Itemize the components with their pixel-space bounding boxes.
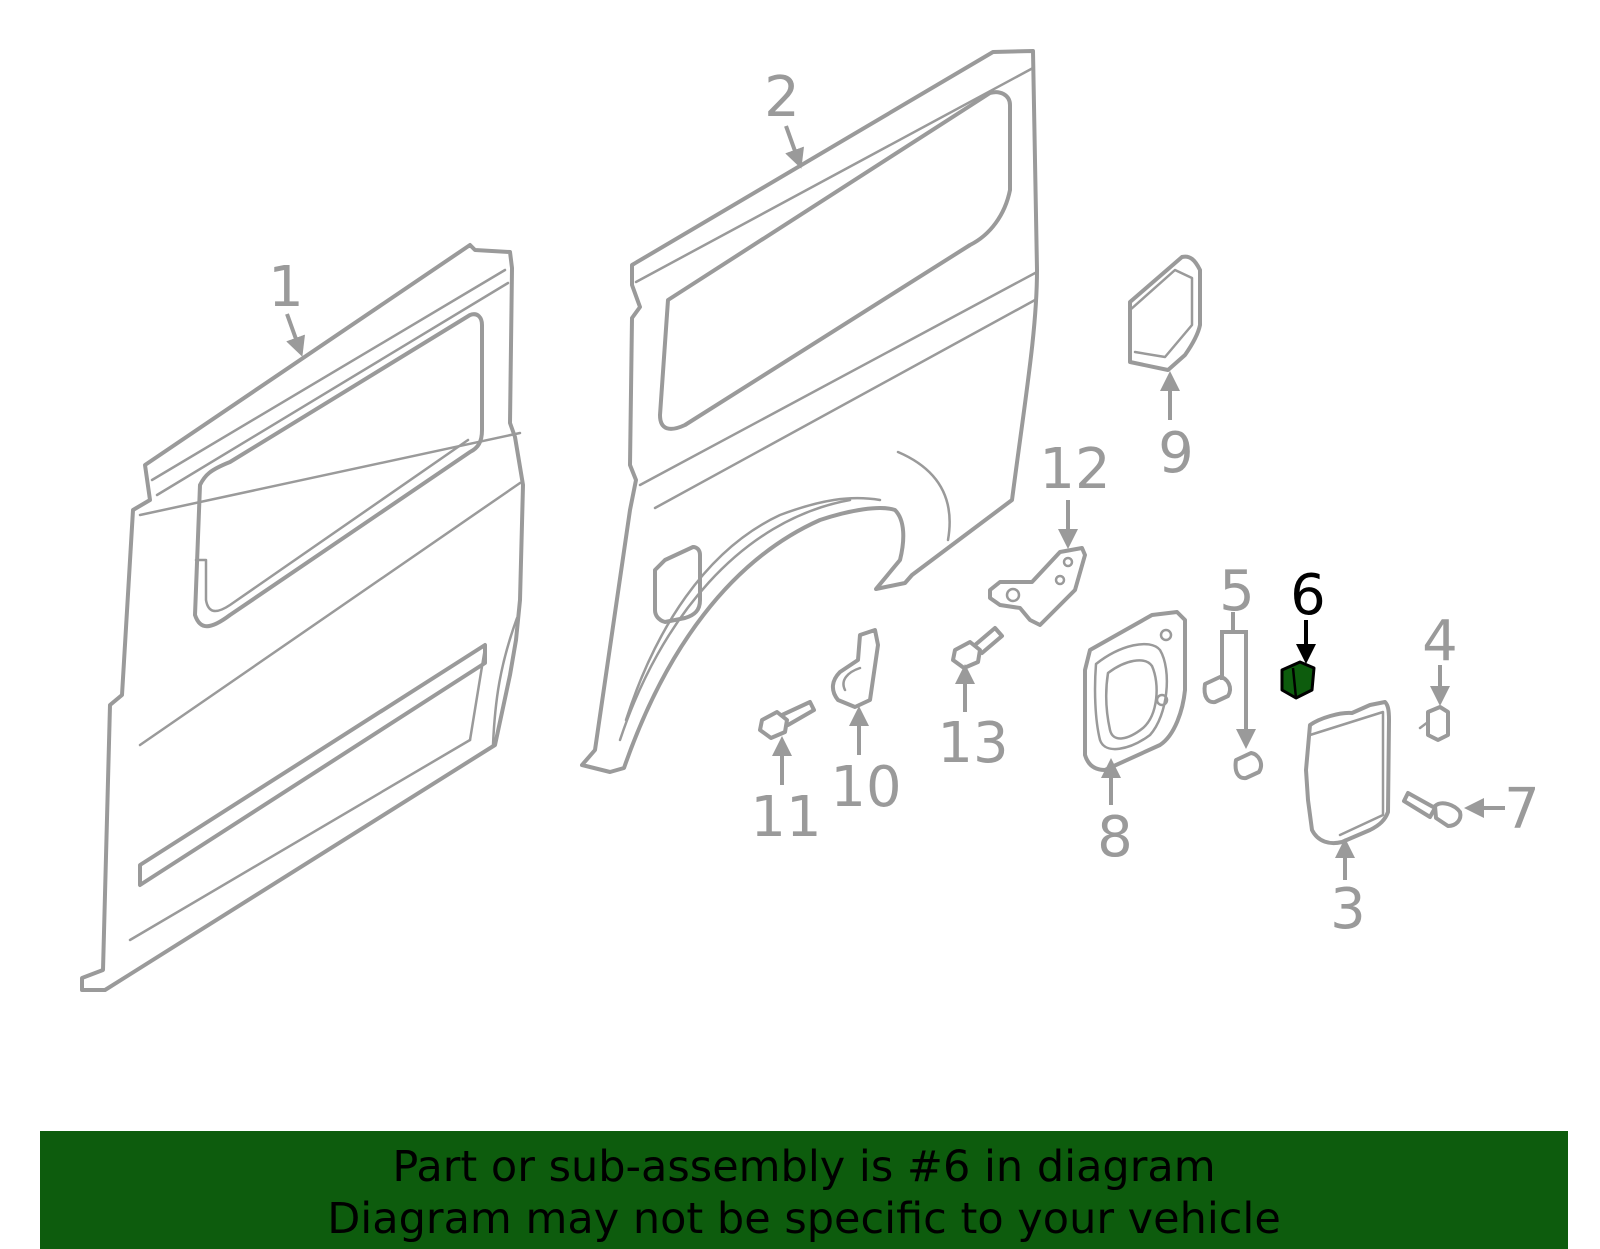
banner-line-2: Diagram may not be specific to your vehi…	[327, 1194, 1281, 1244]
callout-2-label: 2	[764, 65, 800, 130]
part-4-nut	[1418, 705, 1450, 742]
callout-5: 5	[1219, 559, 1256, 749]
callout-8: 8	[1097, 758, 1133, 870]
callout-6-label: 6	[1290, 563, 1326, 628]
part-10-clip	[831, 628, 880, 709]
callout-4-label: 4	[1422, 609, 1458, 674]
part-7-screw	[1402, 791, 1463, 828]
callout-10: 10	[830, 706, 902, 820]
callout-5-label: 5	[1219, 559, 1255, 624]
parts-diagram: 1 2 9 12 13 10 11 8 5 6 4 7	[80, 49, 1540, 992]
callout-13-label: 13	[937, 711, 1008, 776]
callout-11: 11	[750, 736, 822, 850]
callout-11-label: 11	[750, 785, 821, 850]
part-13-bolt	[951, 626, 1004, 670]
part-9-fuel-lid	[1128, 254, 1202, 372]
part-3-cover	[1304, 700, 1391, 846]
callout-3-label: 3	[1330, 877, 1366, 942]
callout-1: 1	[268, 255, 306, 357]
banner-line-1: Part or sub-assembly is #6 in diagram	[392, 1142, 1216, 1192]
part-5-bumpers	[1202, 675, 1263, 781]
part-6-clip-highlighted	[1280, 660, 1316, 700]
callout-12-label: 12	[1039, 437, 1110, 502]
callout-6: 6	[1290, 563, 1326, 664]
part-12-bracket	[988, 546, 1087, 627]
callout-7-label: 7	[1504, 777, 1540, 842]
callout-4: 4	[1422, 609, 1458, 706]
callout-12: 12	[1039, 437, 1111, 549]
part-2-side-body-panel	[580, 49, 1039, 774]
info-banner: Part or sub-assembly is #6 in diagram Di…	[40, 1131, 1568, 1249]
part-8-filler-housing	[1083, 610, 1187, 772]
callout-8-label: 8	[1097, 805, 1133, 870]
callout-3: 3	[1330, 838, 1366, 942]
callout-13: 13	[937, 664, 1009, 776]
callout-10-label: 10	[830, 755, 901, 820]
callout-7: 7	[1464, 777, 1540, 842]
part-1-door-panel	[80, 243, 525, 992]
callout-2: 2	[764, 65, 805, 169]
callout-9: 9	[1158, 371, 1194, 486]
callout-1-label: 1	[268, 255, 304, 320]
part-11-bolt	[758, 700, 816, 740]
callout-9-label: 9	[1158, 421, 1194, 486]
